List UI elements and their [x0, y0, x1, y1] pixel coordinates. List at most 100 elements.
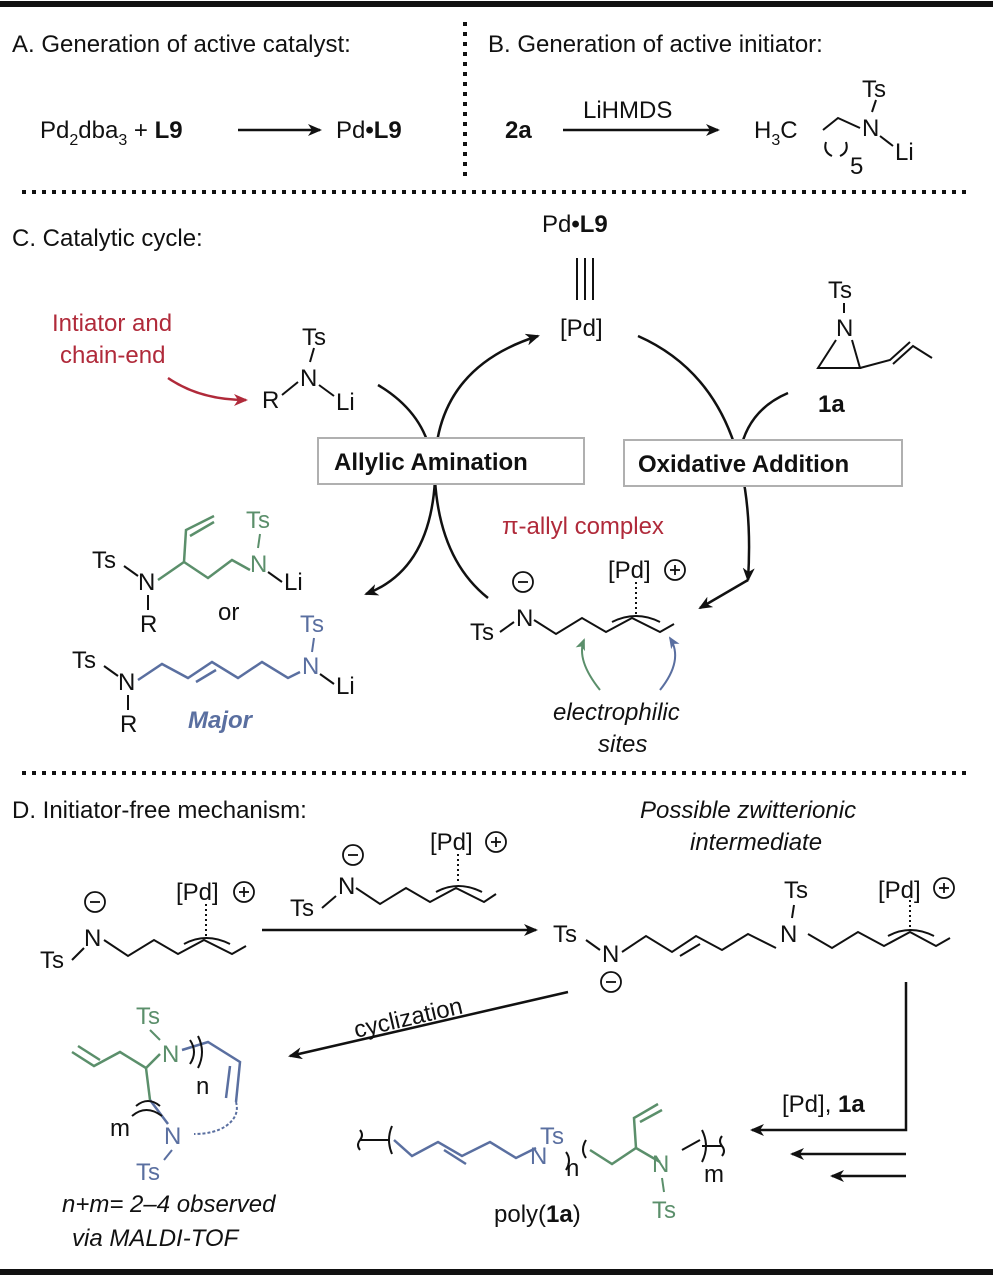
ts-n-pi-bond — [499, 621, 515, 633]
li-b: Li — [895, 139, 914, 166]
ts-n-green-bond — [257, 533, 261, 549]
zwitterion-line2: intermediate — [690, 829, 822, 856]
section-a-title: A. Generation of active catalyst: — [12, 31, 351, 58]
oxidative-addition-label: Oxidative Addition — [638, 451, 849, 478]
ts-branched: Ts — [92, 547, 116, 574]
observed-line2: via MALDI-TOF — [72, 1225, 240, 1252]
section-d-title: D. Initiator-free mechanism: — [12, 797, 307, 824]
n-d4: N — [780, 921, 797, 948]
initiator-label-line1: Intiator and — [52, 310, 172, 337]
pd-d4: [Pd] — [878, 877, 921, 904]
n-green: N — [250, 551, 267, 578]
pd-d2: [Pd] — [430, 829, 473, 856]
chain-d1 — [103, 938, 247, 958]
n-li-bond-b — [879, 135, 894, 147]
panel-a-reaction: Pd2dba3 + L9 Pd•L9 — [40, 117, 402, 149]
cycle-pi-allyl-in — [433, 479, 489, 599]
section-b-title: B. Generation of active initiator: — [488, 31, 823, 58]
pd-plus-c: [Pd] — [608, 557, 651, 584]
n-d1: N — [84, 925, 101, 952]
panel-b-reaction: 2a LiHMDS H3C 5 N Ts Li — [505, 76, 914, 180]
n-macro-bottom: N — [164, 1123, 181, 1150]
repeat-5: 5 — [850, 153, 863, 180]
ts-group-b: Ts — [862, 76, 886, 103]
n-atom-c: N — [300, 365, 317, 392]
ts-d1: Ts — [40, 947, 64, 974]
cycle-arrow-tip — [698, 578, 749, 610]
pi-allyl-arc — [611, 615, 661, 623]
m-poly-sub: m — [704, 1161, 724, 1188]
hexyl-chain — [822, 116, 861, 131]
electrophilic-arrow-green — [575, 638, 601, 691]
n-li-bond-c — [318, 384, 335, 397]
branched-vinyl — [182, 514, 215, 563]
ts-poly-blue: Ts — [540, 1123, 564, 1150]
observed-line1: n+m= 2–4 observed — [62, 1191, 276, 1218]
n-pi-allyl: N — [516, 605, 533, 632]
branched-chain — [157, 558, 251, 582]
n-poly-blue: N — [530, 1143, 547, 1170]
ts-macro-top: Ts — [136, 1003, 160, 1030]
vinyl-1a — [859, 341, 933, 369]
ts-d2: Ts — [290, 895, 314, 922]
ts-linear: Ts — [72, 647, 96, 674]
ts-poly-green: Ts — [652, 1197, 676, 1224]
lihmds-reagent: LiHMDS — [583, 97, 672, 124]
zwitterion-line1: Possible zwitterionic — [640, 797, 856, 824]
electrophilic-line2: sites — [598, 731, 647, 758]
pd2dba3-reactant: Pd2dba3 + L9 — [40, 117, 183, 149]
arrow-d-propagation — [750, 982, 908, 1136]
cyclization-label: cyclization — [351, 993, 465, 1044]
panel-d-mechanism: Possible zwitterionic intermediate Ts N … — [40, 797, 955, 1252]
n-li-blue-bond — [319, 673, 335, 685]
pd-l9-product: Pd•L9 — [336, 117, 402, 144]
ts-group-1a: Ts — [828, 277, 852, 304]
pd-1a-label: [Pd], 1a — [782, 1091, 865, 1118]
n-li-green-bond — [267, 571, 283, 583]
ts-n-blue-bond — [311, 637, 315, 653]
ts-group-c: Ts — [302, 324, 326, 351]
h3c-label: H3C — [754, 117, 798, 149]
ts-linear-blue: Ts — [300, 611, 324, 638]
paren-right — [839, 141, 848, 157]
n-poly-sub: n — [566, 1155, 579, 1182]
pi-allyl-label: π-allyl complex — [502, 513, 664, 540]
n-macro-top: N — [162, 1041, 179, 1068]
aziridine-ring — [816, 339, 862, 369]
ts-pi-allyl: Ts — [470, 619, 494, 646]
n-d3: N — [602, 941, 619, 968]
compound-1a-label: 1a — [818, 391, 845, 418]
allylic-amination-label: Allylic Amination — [334, 449, 528, 476]
oxidative-addition-box — [623, 439, 903, 487]
n-poly-green: N — [652, 1151, 669, 1178]
cycle-arrow-oxidative — [637, 334, 755, 582]
linear-double-bond — [195, 668, 217, 684]
linear-chain — [137, 660, 301, 682]
n-subscript: n — [196, 1073, 209, 1100]
cycle-arrow-product — [364, 479, 437, 596]
or-label: or — [218, 599, 239, 626]
ts-d3: Ts — [553, 921, 577, 948]
li-green: Li — [284, 569, 303, 596]
n-d2: N — [338, 873, 355, 900]
li-blue: Li — [336, 673, 355, 700]
r-linear: R — [120, 711, 137, 738]
allylic-amination-box — [317, 437, 585, 485]
n-blue: N — [302, 653, 319, 680]
anion-charge-c — [512, 571, 534, 593]
ts-macro-bottom: Ts — [136, 1159, 160, 1186]
pd-l9-top: Pd•L9 — [542, 211, 608, 238]
li-c: Li — [336, 389, 355, 416]
cation-charge-c — [664, 559, 686, 581]
pd-d1: [Pd] — [176, 879, 219, 906]
n-ts-bond-c — [309, 347, 315, 363]
initiator-arrow — [167, 376, 248, 406]
panel-c-cycle: Pd•L9 [Pd] Intiator and chain-end R N Ts… — [52, 211, 933, 758]
compound-2a: 2a — [505, 117, 532, 144]
n-atom-1a: N — [836, 315, 853, 342]
electrophilic-line1: electrophilic — [553, 699, 680, 726]
cyclization-arrow — [288, 990, 569, 1060]
major-label: Major — [188, 707, 254, 734]
n-ts-bond-b — [871, 99, 877, 113]
